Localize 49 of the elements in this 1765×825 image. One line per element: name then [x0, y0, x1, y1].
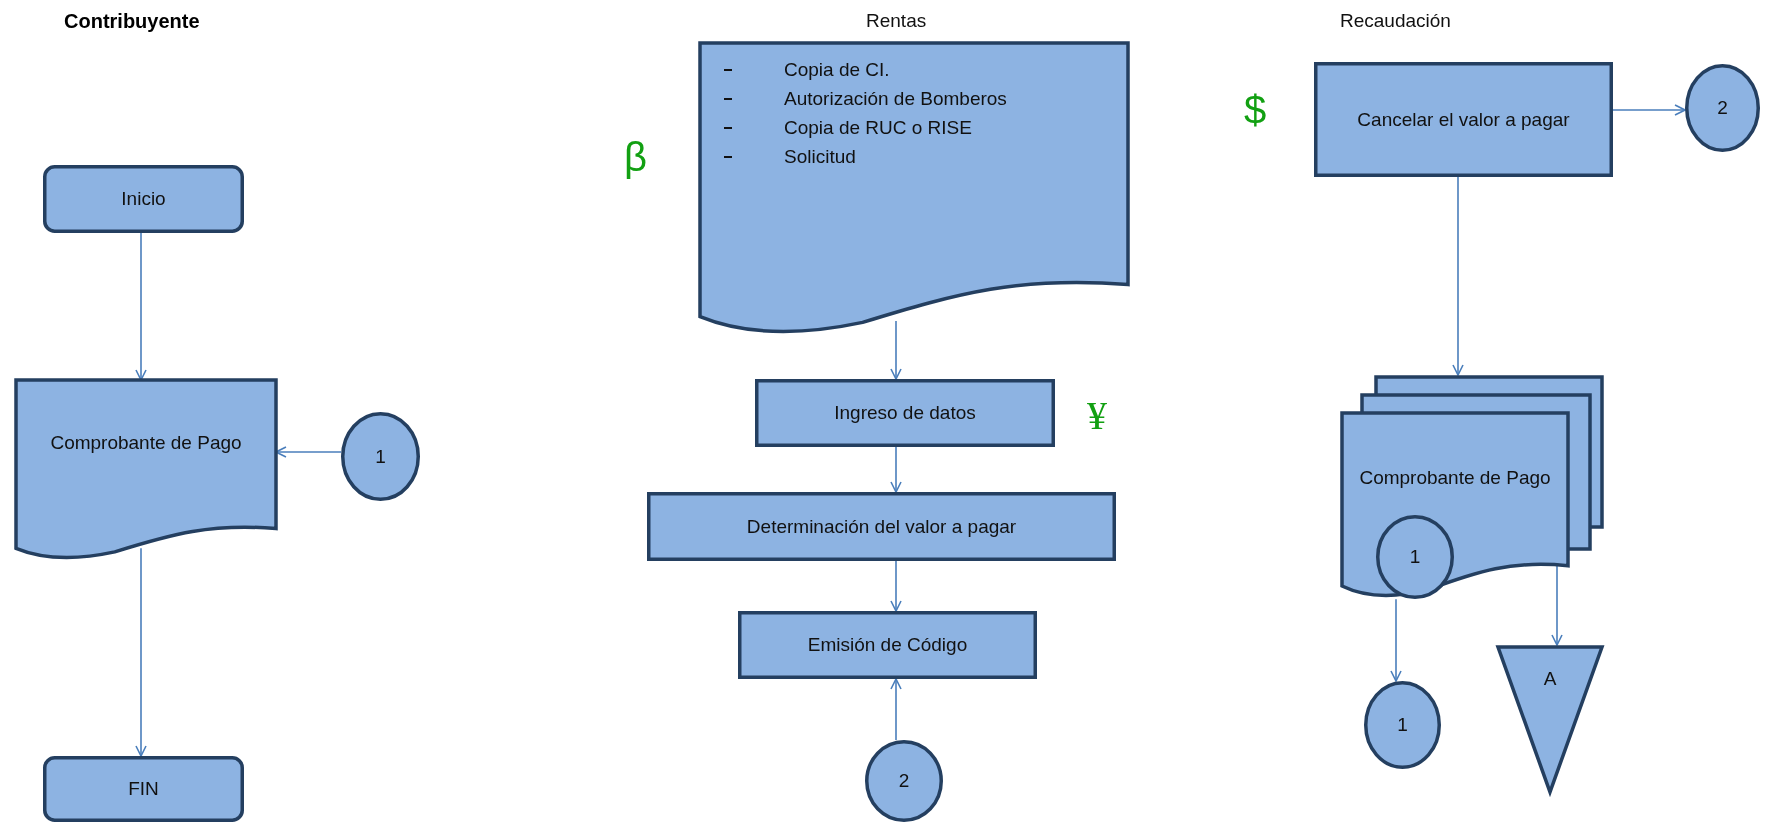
process-box [647, 492, 1116, 561]
connector-label: 1 [1396, 713, 1409, 738]
list-item: Autorización de Bomberos [784, 86, 1007, 111]
arrow [1612, 104, 1686, 116]
document-shape [700, 43, 1128, 334]
list-item: Solicitud [784, 144, 856, 169]
document-shape [16, 380, 276, 559]
symbol-label: β [624, 135, 647, 180]
node-text: Ingreso de datos [833, 401, 977, 426]
arrow [1551, 565, 1563, 646]
connector-label: 1 [1408, 545, 1422, 570]
symbol-label: $ [1244, 88, 1267, 133]
symbol-label: ¥ [1087, 392, 1107, 439]
lane-heading: Recaudación [1340, 10, 1451, 32]
process-box [755, 379, 1055, 447]
list-item: Copia de RUC o RISE [784, 115, 972, 140]
connector-circle [1685, 64, 1760, 152]
connector-label: 2 [897, 769, 911, 794]
arrow [1452, 176, 1464, 376]
process-box [1314, 62, 1613, 177]
terminal-box [43, 756, 244, 822]
list-item: Copia de CI. [784, 57, 890, 82]
lane-heading: Rentas [866, 10, 927, 32]
connector-label: 2 [1716, 96, 1729, 121]
connector-label: 1 [374, 444, 387, 469]
connector-circle [865, 740, 943, 822]
node-text: Comprobante de Pago [1358, 466, 1552, 491]
connector-circle [1376, 515, 1454, 599]
node-text: Comprobante de Pago [49, 430, 243, 455]
lane-heading: Contribuyente [64, 10, 200, 33]
arrow [890, 446, 902, 493]
connector-label: A [1542, 666, 1558, 691]
connector-circle [1364, 681, 1441, 769]
multi-document-shape [1340, 375, 1604, 597]
off-page-triangle [1496, 645, 1604, 794]
connector-circle [341, 412, 420, 501]
node-text: Emisión de Código [806, 633, 969, 658]
arrow [890, 678, 902, 741]
arrow [135, 547, 147, 757]
node-text: FIN [127, 777, 160, 802]
node-text: Determinación del valor a pagar [745, 514, 1018, 539]
process-box [738, 611, 1037, 679]
node-text: Inicio [120, 187, 167, 212]
arrow [1390, 598, 1402, 682]
arrow [890, 560, 902, 612]
arrow [890, 320, 902, 380]
terminal-box [43, 165, 244, 233]
node-text: Cancelar el valor a pagar [1356, 107, 1571, 132]
arrow [135, 232, 147, 381]
